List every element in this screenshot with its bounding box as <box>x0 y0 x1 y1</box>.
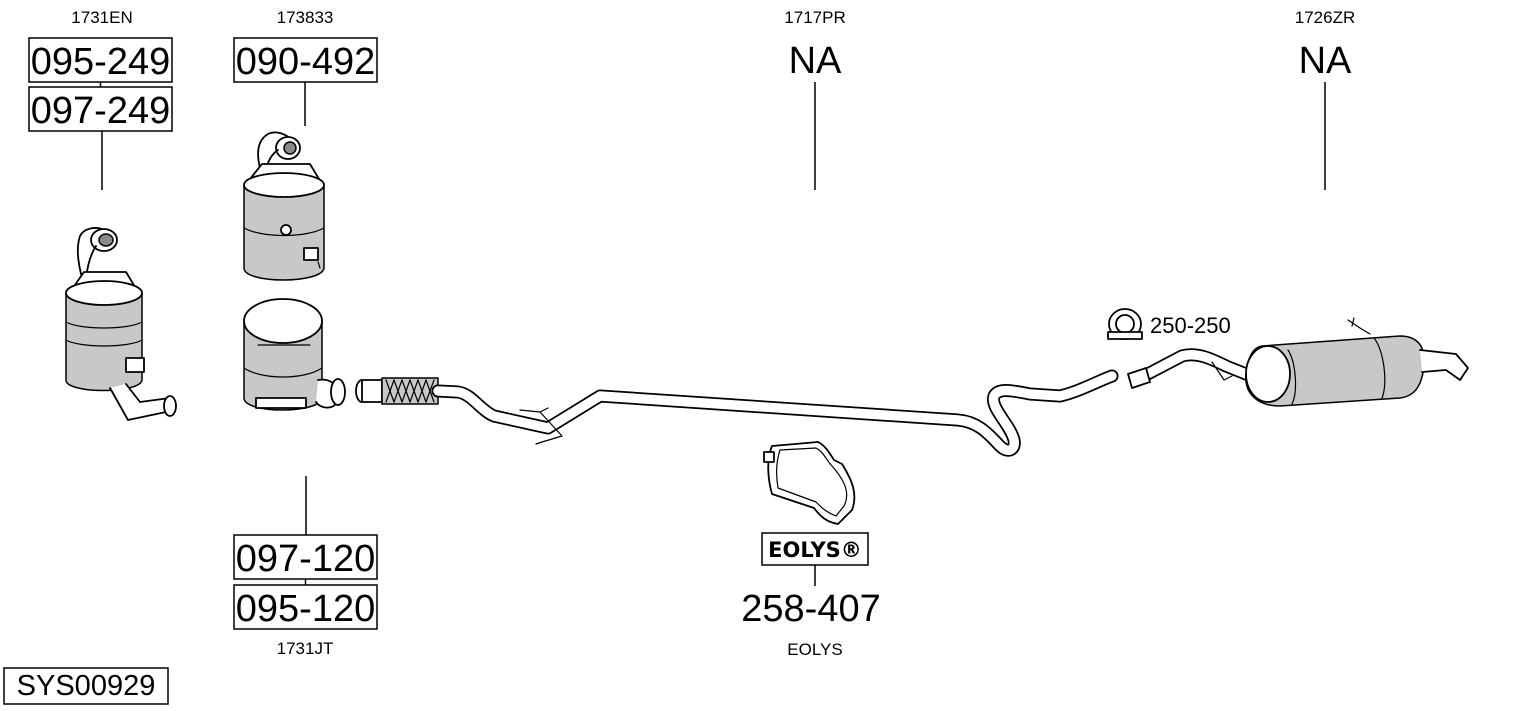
eolys-logo-box <box>761 532 869 566</box>
catalytic-converter-upper-icon[interactable] <box>243 131 325 281</box>
cat-mid-code-box[interactable] <box>233 37 378 83</box>
clamp-callout: 250-250 <box>1107 308 1231 340</box>
rear-silencer-callout: 1726ZR NA <box>1295 8 1355 190</box>
mid-pipe-icon[interactable] <box>431 369 1119 457</box>
system-code-badge: SYS00929 <box>3 667 169 705</box>
dpf-ref: 1731JT <box>277 639 334 658</box>
cat-mid-ref: 173833 <box>277 8 334 27</box>
cat-mid-callout: 173833 090-492 <box>233 8 378 126</box>
rear-silencer-ref: 1726ZR <box>1295 8 1355 27</box>
catalytic-converter-icon[interactable] <box>65 227 177 421</box>
cat-left-ref: 1731EN <box>71 8 132 27</box>
cat-left-callout: 1731EN 095-249 097-249 <box>28 8 173 190</box>
eolys-code[interactable]: 258-407 <box>741 588 880 630</box>
dpf-callout: 097-120 095-120 1731JT <box>233 476 378 658</box>
mid-pipe-callout: 1717PR NA <box>784 8 846 190</box>
eolys-tank-icon[interactable] <box>763 441 856 525</box>
dpf-code-1[interactable]: 097-120 <box>236 538 375 580</box>
mid-pipe-ref: 1717PR <box>784 8 845 27</box>
muffler-icon[interactable] <box>1127 317 1469 407</box>
particulate-filter-icon[interactable] <box>243 298 346 411</box>
dpf-code-1-box[interactable] <box>233 534 378 580</box>
eolys-callout: EOLYS® 258-407 EOLYS <box>741 532 881 659</box>
cat-left-code-2-box[interactable] <box>28 86 173 132</box>
clamp-icon[interactable] <box>1107 308 1143 340</box>
cat-left-code-1[interactable]: 095-249 <box>31 41 170 83</box>
rear-silencer-code[interactable]: NA <box>1299 40 1352 82</box>
clamp-code[interactable]: 250-250 <box>1150 313 1231 338</box>
dpf-code-2[interactable]: 095-120 <box>236 588 375 630</box>
eolys-logo: EOLYS® <box>768 538 862 562</box>
eolys-ref: EOLYS <box>787 640 842 659</box>
mid-pipe-code[interactable]: NA <box>789 40 842 82</box>
cat-mid-code[interactable]: 090-492 <box>236 41 375 83</box>
dpf-code-2-box[interactable] <box>233 584 378 630</box>
cat-left-code-1-box[interactable] <box>28 37 173 83</box>
cat-left-code-2[interactable]: 097-249 <box>31 90 170 132</box>
system-code: SYS00929 <box>17 670 156 702</box>
flex-pipe-icon[interactable] <box>355 377 439 405</box>
